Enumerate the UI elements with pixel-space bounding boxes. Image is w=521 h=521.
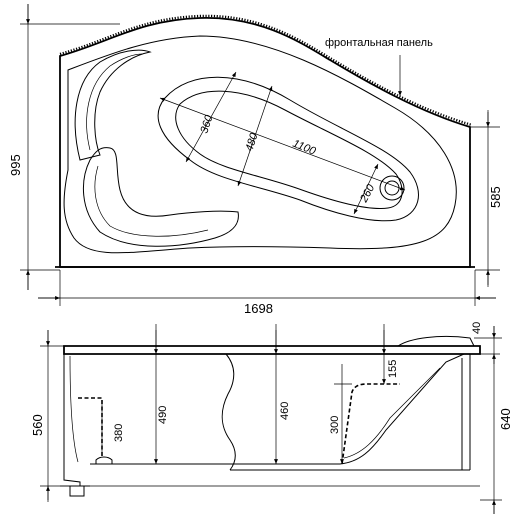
dim-depth-460: 460 xyxy=(279,402,291,420)
dim-drain-line xyxy=(353,163,379,215)
seat-outline xyxy=(82,147,239,247)
dim-depth: 995 xyxy=(8,154,23,176)
tub-outer-contour xyxy=(59,17,471,268)
dim-right-depth: 585 xyxy=(488,186,503,208)
seat-inner xyxy=(94,165,209,237)
tub-inner-rim xyxy=(63,35,457,254)
dim-length: 1698 xyxy=(244,301,273,316)
dim-bowl-length: 1100 xyxy=(291,138,318,158)
dim-headrest: 155 xyxy=(387,360,399,378)
dim-rim: 40 xyxy=(471,322,483,334)
side-step-dashed xyxy=(341,383,400,465)
side-view: 490 460 300 155 380 560 640 40 xyxy=(30,322,513,514)
side-left-wall-inner xyxy=(69,355,79,463)
side-foot xyxy=(69,485,85,497)
headrest-outline xyxy=(74,49,152,161)
top-view: 360 480 1100 260 фронтальная панель 995 … xyxy=(8,4,503,316)
side-bowl-slope-inner xyxy=(343,367,441,459)
dim-bowl-width-line xyxy=(185,71,237,163)
side-rim xyxy=(63,345,481,355)
dim-bowl-inner-line xyxy=(237,85,273,187)
dim-bowl-length-line xyxy=(159,97,406,191)
headrest-inner xyxy=(86,53,143,151)
side-break-line xyxy=(221,353,236,471)
dim-height-left: 560 xyxy=(30,414,45,436)
dim-bowl-width: 360 xyxy=(198,113,215,135)
side-bowl-floor xyxy=(90,353,465,465)
side-headrest xyxy=(397,335,475,347)
dim-seat: 380 xyxy=(113,424,125,442)
dim-depth-490: 490 xyxy=(157,406,169,424)
dim-drain: 260 xyxy=(358,182,378,206)
front-panel-label: фронтальная панель xyxy=(325,37,433,49)
side-drain xyxy=(95,456,113,465)
front-panel-edge xyxy=(59,14,473,127)
dim-height-right: 640 xyxy=(498,408,513,430)
dim-step: 300 xyxy=(329,416,341,434)
dim-bowl-inner: 480 xyxy=(243,131,260,153)
side-left-wall xyxy=(63,354,90,487)
side-seat-dashed xyxy=(78,397,103,456)
